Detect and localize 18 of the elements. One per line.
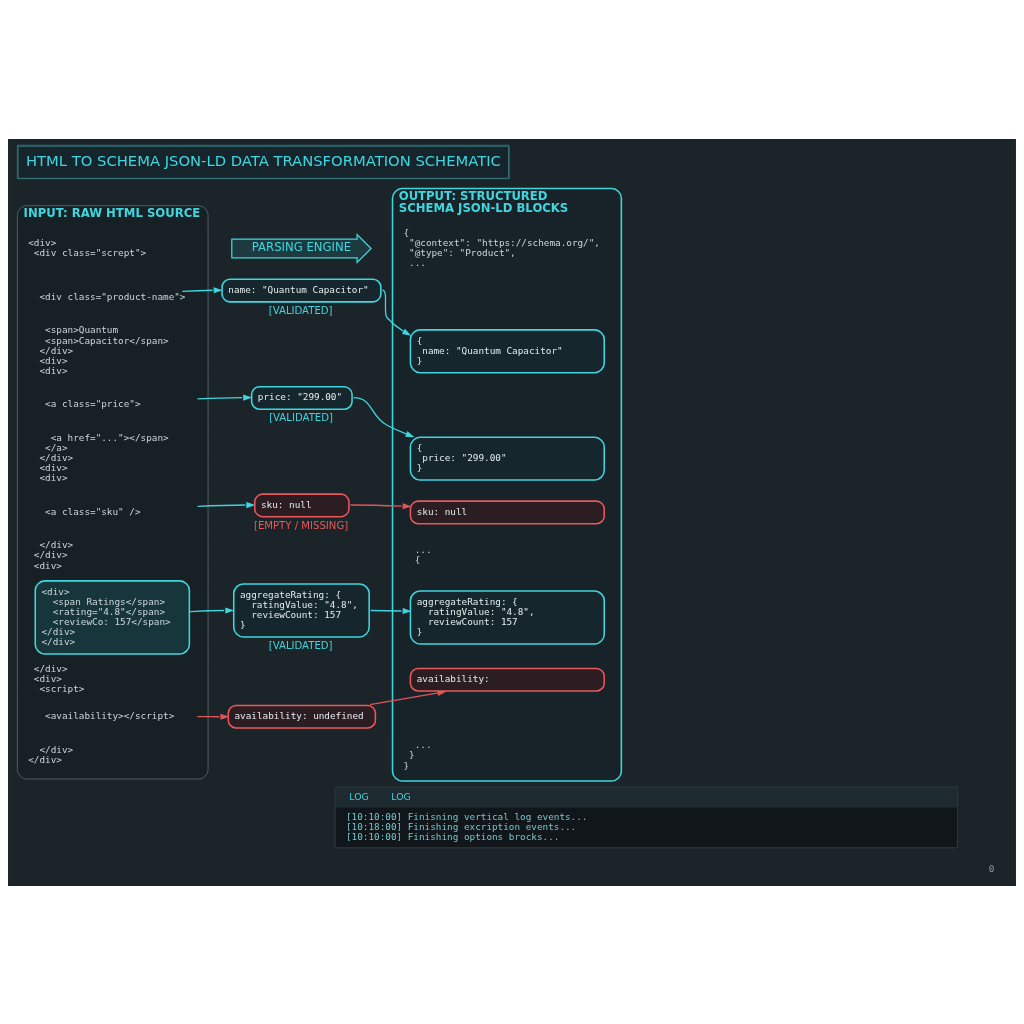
node-text: <a class="sku" /> [45, 505, 141, 517]
arrow [196, 713, 230, 720]
arrow [196, 394, 253, 401]
label: 0 [988, 862, 995, 874]
node-label: [VALIDATED] [268, 639, 333, 651]
node-label: [VALIDATED] [268, 304, 333, 316]
arrow [370, 607, 412, 614]
arrow [349, 502, 412, 509]
node-label: [EMPTY / MISSING] [253, 519, 349, 531]
arrow [189, 606, 235, 614]
arrow [181, 286, 223, 293]
node-label: [VALIDATED] [269, 411, 333, 423]
node-text: <availability></script> [45, 709, 175, 721]
arrow [352, 396, 415, 437]
diagram-title: HTML TO SCHEMA JSON-LD DATA TRANSFORMATION SCHEMATIC [25, 151, 501, 169]
node-text: <a class="price"> [45, 397, 141, 409]
arrow [196, 501, 256, 508]
node-text: <div class="product-name"> [39, 290, 186, 302]
